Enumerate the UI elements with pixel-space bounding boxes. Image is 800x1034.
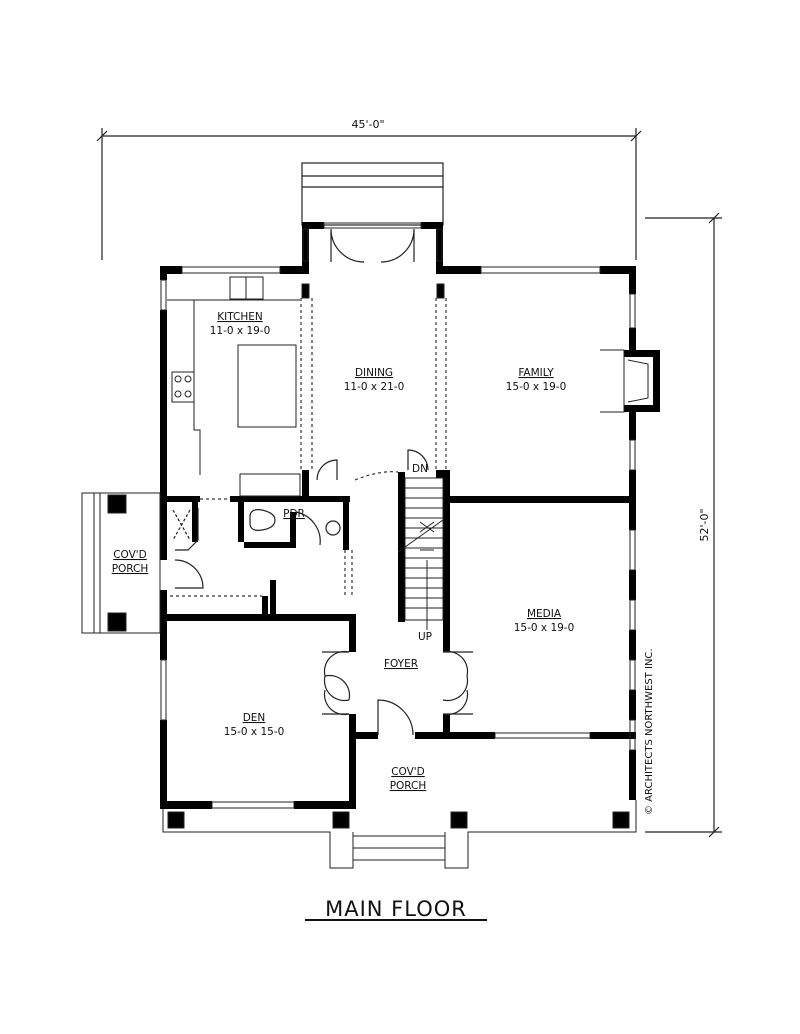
room-name: COV'D (391, 766, 425, 778)
copyright-text: © ARCHITECTS NORTHWEST INC. (644, 648, 655, 815)
cooktop-icon (171, 371, 195, 403)
plan-title: MAIN FLOOR (325, 897, 467, 921)
room-name: KITCHEN (217, 311, 263, 323)
room-name-line2: PORCH (112, 563, 149, 575)
room-name: DEN (243, 712, 266, 724)
room-side-porch: COV'D PORCH (112, 549, 149, 575)
room-name: MEDIA (527, 608, 562, 620)
stairs-up-label: UP (418, 631, 432, 643)
room-media: MEDIA 15-0 x 19-0 (514, 608, 575, 634)
room-pdr: PDR (283, 508, 305, 520)
room-size: 11-0 x 19-0 (210, 325, 271, 337)
room-size: 15-0 x 19-0 (506, 381, 567, 393)
room-name: FAMILY (518, 367, 554, 379)
room-name: DINING (355, 367, 393, 379)
room-kitchen: KITCHEN 11-0 x 19-0 (210, 311, 271, 337)
room-foyer: FOYER (384, 658, 418, 670)
room-den: DEN 15-0 x 15-0 (224, 712, 285, 738)
stairs-down-label: DN (412, 463, 428, 475)
room-family: FAMILY 15-0 x 19-0 (506, 367, 567, 393)
walls (160, 222, 660, 809)
kitchen-island (237, 344, 297, 428)
front-porch (162, 800, 637, 869)
room-name: FOYER (384, 658, 418, 670)
dimension-width (96, 128, 642, 260)
pdr-fixtures (172, 508, 341, 551)
room-size: 15-0 x 19-0 (514, 622, 575, 634)
room-name: COV'D (113, 549, 147, 561)
room-name-line2: PORCH (390, 780, 427, 792)
depth-dimension-label: 52'-0" (698, 508, 711, 541)
room-name: PDR (283, 508, 305, 520)
room-dining: DINING 11-0 x 21-0 (344, 367, 405, 393)
rear-steps (301, 162, 444, 226)
openings (170, 298, 447, 597)
doors (174, 228, 473, 736)
toilet-icon (249, 509, 276, 531)
sink-icon (325, 520, 341, 536)
kitchen-cabinets (167, 276, 445, 497)
width-dimension-label: 45'-0" (351, 118, 384, 131)
dimension-depth (645, 212, 722, 838)
windows (160, 222, 649, 809)
staircase (397, 477, 444, 630)
room-front-porch: COV'D PORCH (390, 766, 427, 792)
room-size: 15-0 x 15-0 (224, 726, 285, 738)
side-porch (81, 492, 161, 634)
room-size: 11-0 x 21-0 (344, 381, 405, 393)
